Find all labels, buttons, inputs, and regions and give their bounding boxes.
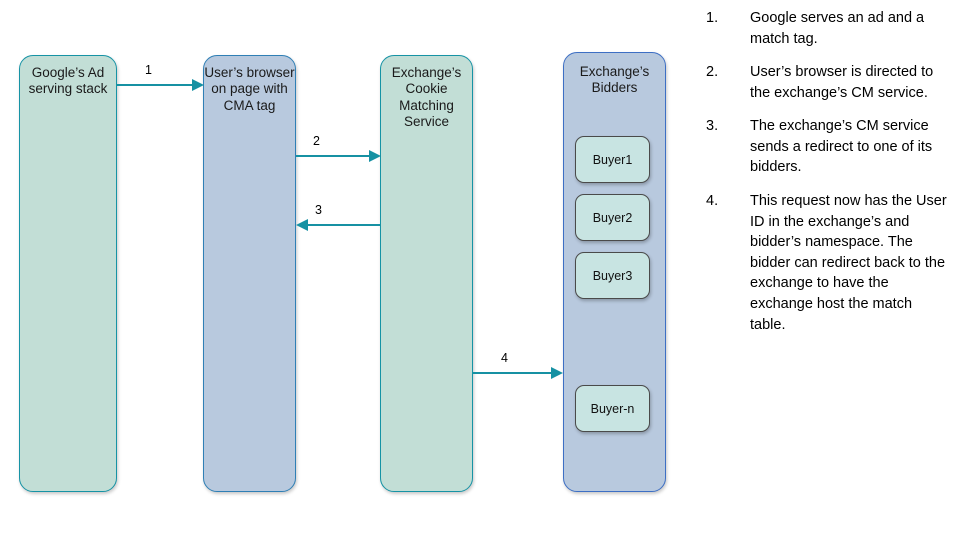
arrow-3-head-icon [296, 219, 308, 231]
cookie-matching-flow-diagram: Google’s Ad serving stack User’s browser… [19, 52, 666, 492]
lane-user-browser[interactable]: User’s browser on page with CMA tag [203, 55, 296, 492]
arrow-4-head-icon [551, 367, 563, 379]
step-item-1: 1. Google serves an ad and a match tag. [706, 8, 950, 49]
lane-exchange-cookie-matching-service[interactable]: Exchange’s Cookie Matching Service [380, 55, 473, 492]
step-number-3: 3. [706, 118, 719, 135]
step-item-2: 2. User’s browser is directed to the exc… [706, 62, 950, 103]
arrow-4-label: 4 [501, 351, 508, 365]
arrow-2-line [296, 155, 370, 157]
step-number-4: 4. [706, 193, 719, 210]
arrow-3-label: 3 [315, 203, 322, 217]
step-text-3: The exchange’s CM service sends a redire… [750, 118, 933, 176]
arrow-2-head-icon [369, 150, 381, 162]
buyer-box-1[interactable]: Buyer1 [575, 136, 650, 183]
buyer-box-n[interactable]: Buyer-n [575, 385, 650, 432]
arrow-1-label: 1 [145, 63, 152, 77]
arrow-4-line [473, 372, 552, 374]
buyer-box-3[interactable]: Buyer3 [575, 252, 650, 299]
step-item-3: 3. The exchange’s CM service sends a red… [706, 116, 950, 178]
arrow-1-head-icon [192, 79, 204, 91]
step-item-4: 4. This request now has the User ID in t… [706, 191, 950, 335]
arrow-3-line [307, 224, 380, 226]
steps-list: 1. Google serves an ad and a match tag. … [706, 8, 950, 348]
step-text-2: User’s browser is directed to the exchan… [750, 64, 934, 101]
step-number-1: 1. [706, 10, 719, 26]
step-text-1: Google serves an ad and a match tag. [750, 10, 925, 47]
arrow-2-label: 2 [313, 134, 320, 148]
lane-google-ad-serving-stack[interactable]: Google’s Ad serving stack [19, 55, 117, 492]
arrow-1-line [117, 84, 194, 86]
step-text-4: This request now has the User ID in the … [750, 193, 947, 333]
step-number-2: 2. [706, 64, 719, 81]
buyer-box-2[interactable]: Buyer2 [575, 194, 650, 241]
